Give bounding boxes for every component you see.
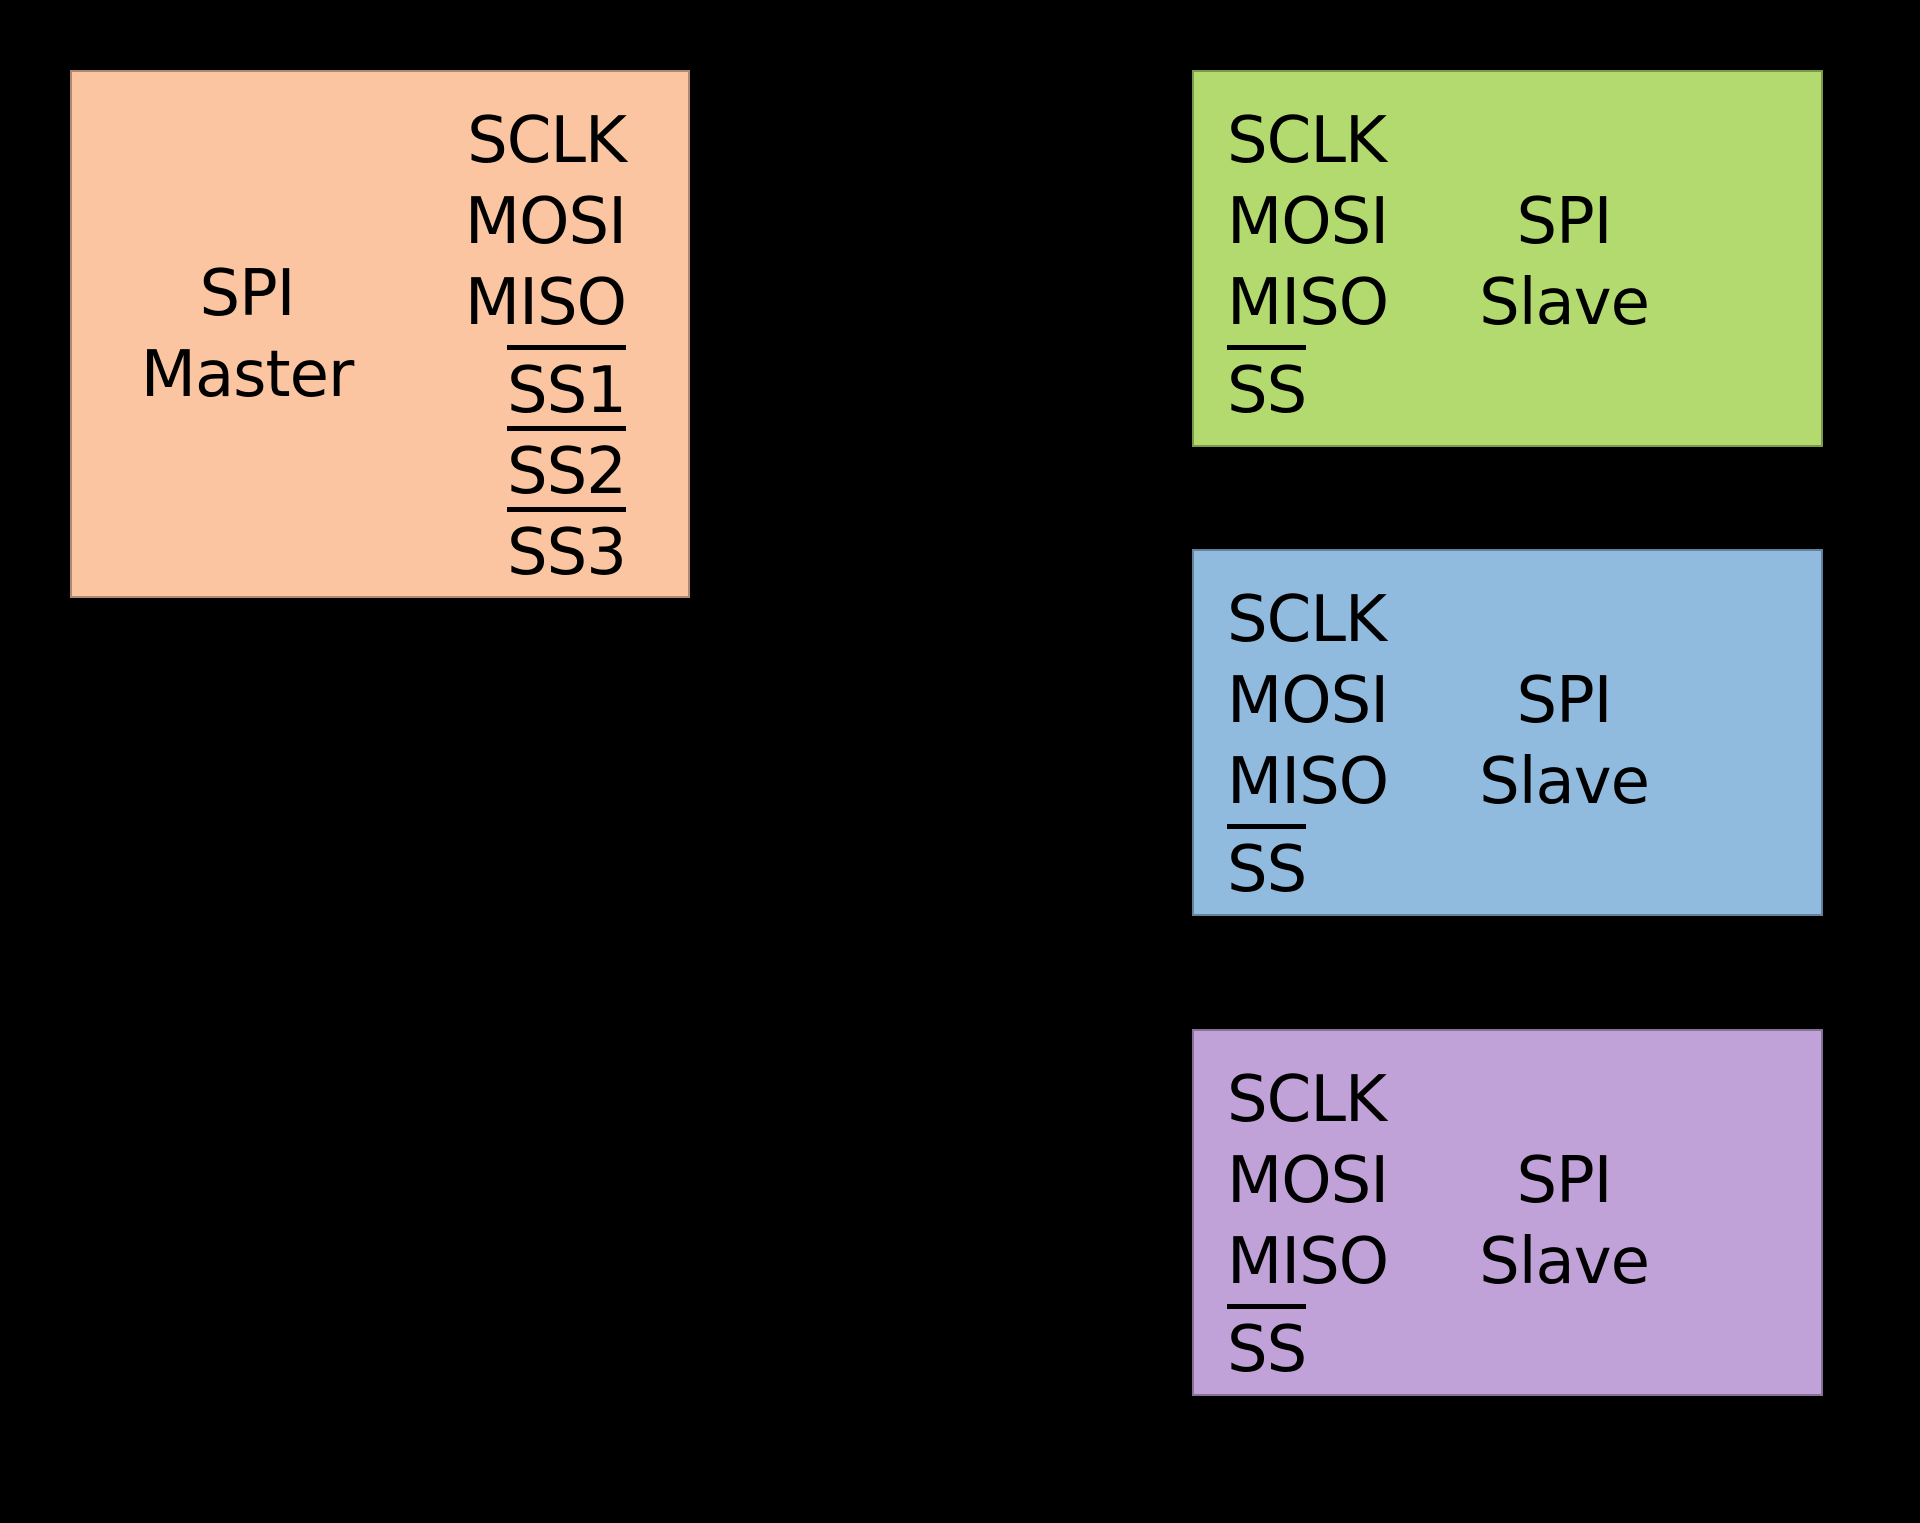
spi-master-pins: SCLK MOSI MISO SS1 SS2 SS3 <box>464 100 627 586</box>
spi-master-label: SPI Master <box>82 253 412 415</box>
slave-2-pin-row-ss: SS <box>1227 822 1307 903</box>
slave-1-pin-row-sclk: SCLK <box>1227 100 1387 181</box>
slave-1-pin-ss: SS <box>1227 344 1307 423</box>
master-pin-miso: MISO <box>464 265 627 340</box>
slave-1-pin-row-mosi: MOSI <box>1227 181 1389 262</box>
master-pin-row-mosi: MOSI <box>464 181 627 262</box>
slave-3-pin-ss: SS <box>1227 1303 1307 1382</box>
slave-3-pin-row-mosi: MOSI <box>1227 1140 1389 1221</box>
master-pin-row-miso: MISO <box>464 262 627 343</box>
spi-master-box: SPI Master SCLK MOSI MISO SS1 SS2 SS3 <box>70 70 690 598</box>
master-pin-sclk: SCLK <box>467 103 627 178</box>
master-pin-ss1: SS1 <box>507 344 627 423</box>
slave-3-pin-row-ss: SS <box>1227 1302 1307 1383</box>
slave-2-pin-mosi: MOSI <box>1227 663 1389 738</box>
master-pin-mosi: MOSI <box>464 184 627 259</box>
spi-slave-3-label: SPI Slave <box>1409 1140 1719 1302</box>
slave-3-pin-row-miso: MISO <box>1227 1221 1389 1302</box>
slave-1-label-line-2: Slave <box>1479 265 1650 340</box>
slave-2-label-line-2: Slave <box>1479 744 1650 819</box>
slave-3-label-line-2: Slave <box>1479 1224 1650 1299</box>
slave-2-pin-miso: MISO <box>1227 744 1389 819</box>
slave-1-pin-miso: MISO <box>1227 265 1389 340</box>
slave-2-pin-sclk: SCLK <box>1227 582 1387 657</box>
master-pin-row-sclk: SCLK <box>467 100 627 181</box>
spi-slave-2-box: SCLK MOSI MISO SS SPI Slave <box>1192 549 1823 916</box>
slave-2-pin-row-sclk: SCLK <box>1227 579 1387 660</box>
spi-slave-2-label: SPI Slave <box>1409 660 1719 822</box>
slave-3-pin-miso: MISO <box>1227 1224 1389 1299</box>
slave-3-pin-row-sclk: SCLK <box>1227 1059 1387 1140</box>
spi-slave-3-pins: SCLK MOSI MISO SS <box>1227 1059 1389 1383</box>
slave-2-pin-row-mosi: MOSI <box>1227 660 1389 741</box>
slave-2-label-line-1: SPI <box>1516 663 1612 738</box>
slave-3-pin-sclk: SCLK <box>1227 1062 1387 1137</box>
spi-slave-3-box: SCLK MOSI MISO SS SPI Slave <box>1192 1029 1823 1396</box>
master-pin-row-ss3: SS3 <box>507 505 627 586</box>
master-pin-row-ss2: SS2 <box>507 424 627 505</box>
slave-1-pin-row-miso: MISO <box>1227 262 1389 343</box>
slave-1-pin-row-ss: SS <box>1227 343 1307 424</box>
master-pin-ss2: SS2 <box>507 425 627 504</box>
master-pin-ss3: SS3 <box>507 506 627 585</box>
slave-1-pin-sclk: SCLK <box>1227 103 1387 178</box>
master-pin-row-ss1: SS1 <box>507 343 627 424</box>
slave-3-label-line-1: SPI <box>1516 1143 1612 1218</box>
spi-slave-2-pins: SCLK MOSI MISO SS <box>1227 579 1389 903</box>
master-label-line-1: SPI <box>199 256 295 331</box>
spi-slave-1-pins: SCLK MOSI MISO SS <box>1227 100 1389 424</box>
master-label-line-2: Master <box>140 337 355 412</box>
slave-1-pin-mosi: MOSI <box>1227 184 1389 259</box>
slave-1-label-line-1: SPI <box>1516 184 1612 259</box>
slave-2-pin-ss: SS <box>1227 823 1307 902</box>
spi-slave-1-box: SCLK MOSI MISO SS SPI Slave <box>1192 70 1823 447</box>
spi-slave-1-label: SPI Slave <box>1409 181 1719 343</box>
slave-2-pin-row-miso: MISO <box>1227 741 1389 822</box>
slave-3-pin-mosi: MOSI <box>1227 1143 1389 1218</box>
